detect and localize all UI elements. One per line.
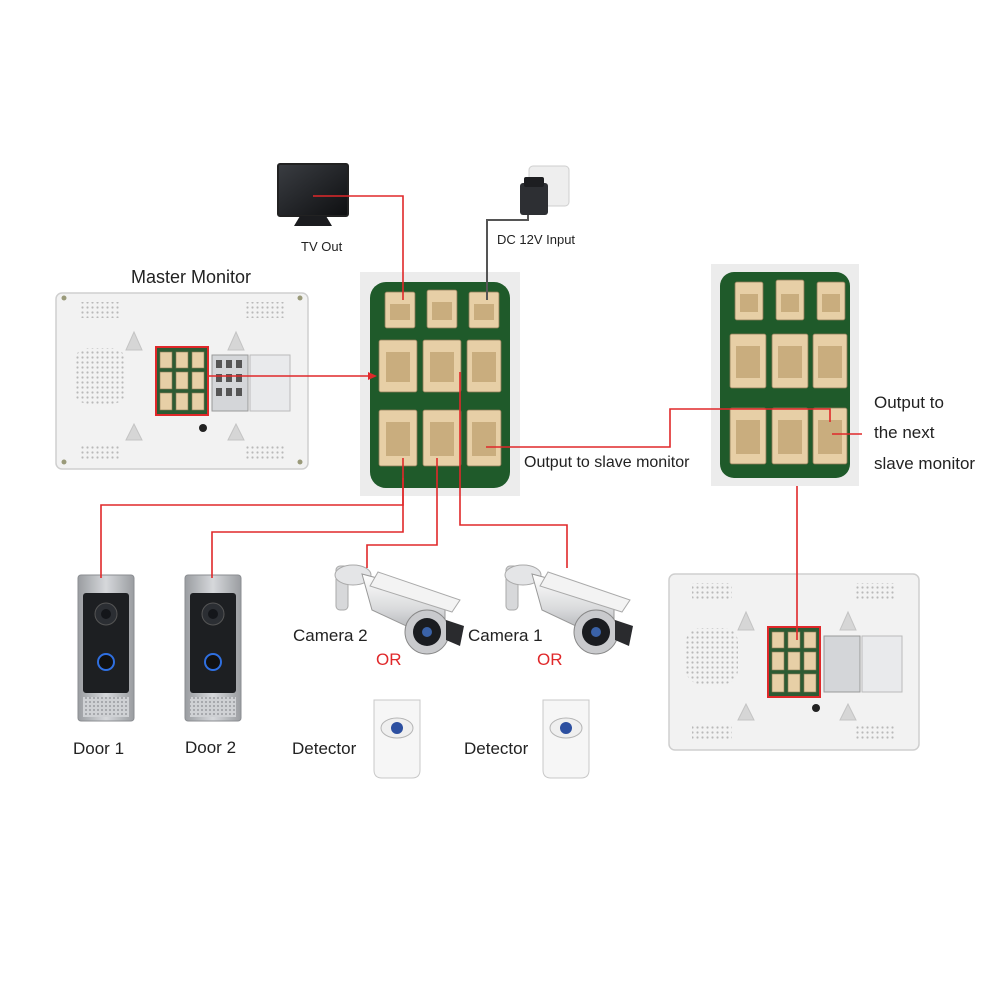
wire-camera-1: [459, 372, 568, 568]
tv-icon: [277, 163, 349, 226]
wire-output-slave: [486, 408, 831, 448]
slave-pcb-board-icon: [711, 264, 859, 486]
detector-2-label: Detector: [464, 739, 529, 758]
slave-monitor-icon: [668, 573, 920, 751]
wire-door-2: [211, 478, 404, 578]
door-station-1-icon: [77, 574, 135, 722]
wire-tv-out: [313, 195, 404, 300]
camera-2-icon: [334, 564, 464, 655]
master-monitor-icon: [55, 292, 309, 470]
output-next-line-2: the next: [874, 423, 935, 442]
camera-1-or-label: OR: [537, 650, 563, 669]
wire-door-1: [100, 458, 404, 578]
wire-camera-2: [366, 458, 438, 568]
camera-1-icon: [504, 564, 633, 655]
door-station-2-icon: [184, 574, 242, 722]
main-pcb-board-icon: [360, 272, 520, 496]
detector-1-icon: [373, 699, 421, 779]
power-adapter-icon: [520, 165, 570, 215]
door-1-label: Door 1: [73, 739, 125, 758]
detector-1-label: Detector: [292, 739, 357, 758]
output-slave-label: Output to slave monitor: [524, 454, 690, 471]
wire-arrow-master: [368, 372, 377, 380]
output-next-line-3: slave monitor: [874, 454, 976, 473]
camera-2-label: Camera 2: [293, 626, 368, 645]
detector-2-icon: [542, 699, 590, 779]
door-2-label: Door 2: [185, 738, 237, 757]
camera-1-label: Camera 1: [468, 626, 543, 645]
cable-dc-input: [486, 215, 529, 300]
master-monitor-label: Master Monitor: [131, 267, 252, 287]
wires: [100, 195, 862, 640]
tv-out-label: TV Out: [301, 239, 343, 254]
dc-input-label: DC 12V Input: [497, 232, 576, 247]
camera-2-or-label: OR: [376, 650, 402, 669]
output-next-line-1: Output to: [874, 393, 944, 412]
